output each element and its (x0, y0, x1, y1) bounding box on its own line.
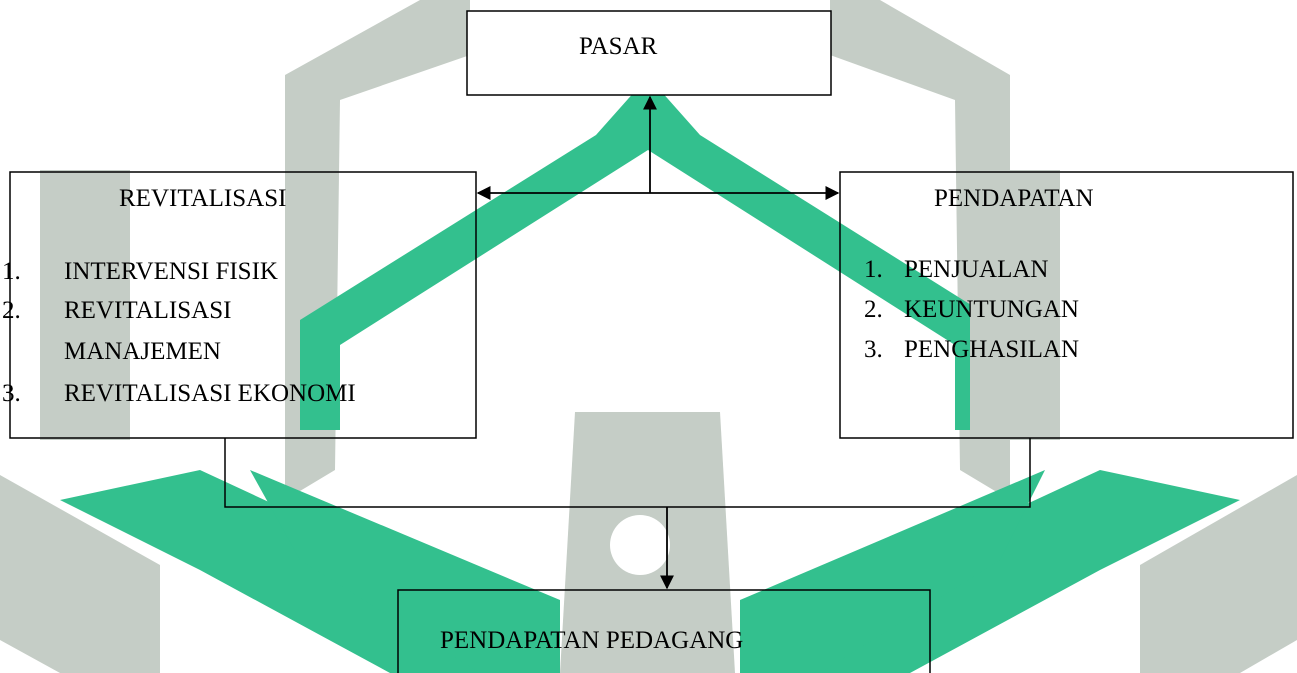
watermark-green-band-mid (250, 470, 560, 673)
revitalisasi-title: REVITALISASI (119, 185, 287, 212)
item-text: PENJUALAN (904, 256, 1049, 283)
pendapatan-item-1: 1. PENJUALAN (864, 256, 1048, 284)
watermark-gray-bar-left (40, 170, 130, 440)
item-text: MANAJEMEN (64, 338, 221, 365)
item-number: 2. (864, 296, 883, 323)
box-revitalisasi (9, 171, 477, 439)
revitalisasi-item-1: 1. INTERVENSI FISIK (2, 258, 278, 286)
box-pasar (466, 10, 832, 96)
item-number: 1. (864, 256, 883, 283)
item-text: KEUNTUNGAN (904, 296, 1079, 323)
pendapatan-title: PENDAPATAN (934, 185, 1094, 212)
item-number: 3. (2, 380, 21, 407)
watermark-gray-bar-right (970, 170, 1060, 440)
pendapatan-item-3: 3. PENGHASILAN (864, 336, 1079, 364)
watermark-gray-bottom-right (1140, 475, 1297, 673)
item-text: PENGHASILAN (904, 336, 1079, 363)
box-pendapatan (839, 171, 1294, 439)
revitalisasi-item-3: 3. REVITALISASI EKONOMI (2, 380, 356, 408)
box-pendapatan-pedagang (397, 589, 931, 673)
connector-bottom-bracket (224, 438, 1031, 508)
watermark-green-band-mid-right (740, 470, 1045, 673)
watermark-green-band-right (820, 470, 1240, 673)
item-number: 1. (2, 258, 21, 285)
watermark-pen-hole (610, 515, 670, 575)
item-text: REVITALISASI EKONOMI (64, 380, 356, 407)
pasar-title: PASAR (579, 33, 658, 60)
item-number: 3. (864, 336, 883, 363)
item-text: INTERVENSI FISIK (64, 258, 278, 285)
item-text: REVITALISASI (64, 297, 232, 324)
watermark-green-band-left (60, 470, 480, 673)
watermark-green-dome (300, 40, 995, 430)
revitalisasi-item-2: 2. REVITALISASI (2, 297, 231, 325)
watermark-gray-bottom-left (0, 475, 160, 673)
pendapatan-item-2: 2. KEUNTUNGAN (864, 296, 1079, 324)
revitalisasi-item-2-continued: MANAJEMEN (2, 338, 221, 366)
item-number: 2. (2, 297, 21, 324)
pendapatan-pedagang-title: PENDAPATAN PEDAGANG (440, 627, 744, 654)
